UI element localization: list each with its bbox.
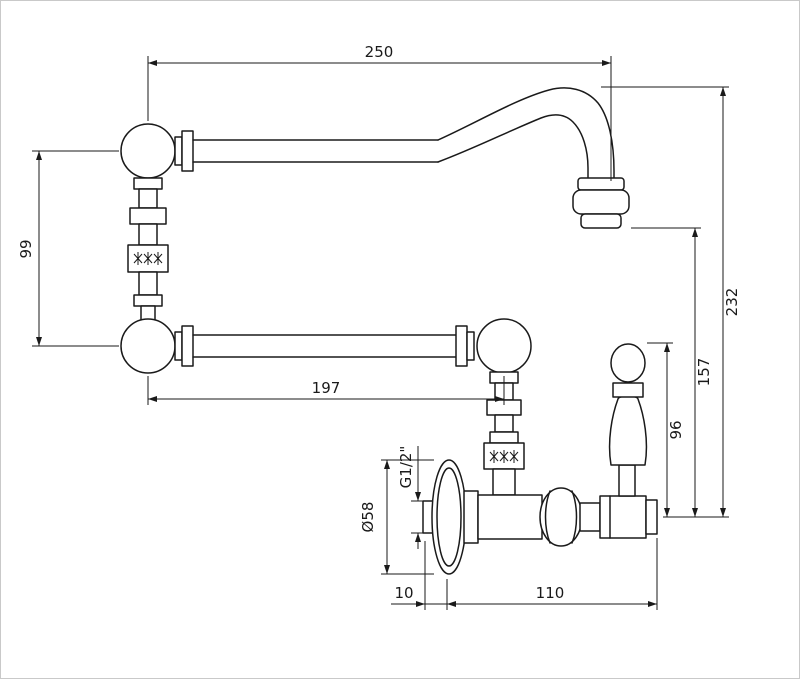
faucet-lower-arm <box>120 318 532 374</box>
dim-arm-length: 197 <box>147 376 505 405</box>
dim-spout-reach: 250 <box>147 43 612 181</box>
faucet-swivel-column <box>127 177 169 321</box>
dim-label-handle-height: 96 <box>667 420 685 439</box>
dim-label-overall-height: 232 <box>723 288 741 317</box>
faucet-upper-arm <box>120 123 439 179</box>
dim-label-wall-clearance: 10 <box>394 584 413 602</box>
dim-bottom-chain: 10 110 <box>391 538 658 610</box>
dim-flange-diameter: Ø58 <box>359 459 434 575</box>
dim-swivel-rise: 99 <box>17 150 119 347</box>
dim-label-swivel-rise: 99 <box>17 239 35 258</box>
dim-label-body-length: 110 <box>536 584 565 602</box>
dim-overall-height: 232 <box>601 86 741 518</box>
knurl-marks-left <box>133 252 163 265</box>
dim-handle-height: 96 <box>647 342 685 517</box>
dim-label-flange-diameter: Ø58 <box>359 502 377 533</box>
dim-label-spout-height: 157 <box>695 358 713 387</box>
faucet-handle <box>608 343 648 497</box>
dim-inlet-thread: G1/2" <box>397 446 423 549</box>
dim-label-spout-reach: 250 <box>365 43 394 61</box>
dim-label-inlet-thread: G1/2" <box>397 446 415 489</box>
dim-label-arm-length: 197 <box>312 379 341 397</box>
wall-flange <box>422 459 467 575</box>
dim-spout-height: 157 <box>631 227 713 517</box>
faucet-spout <box>437 87 630 229</box>
knurl-marks-right <box>489 450 519 463</box>
valve-body <box>463 487 658 547</box>
